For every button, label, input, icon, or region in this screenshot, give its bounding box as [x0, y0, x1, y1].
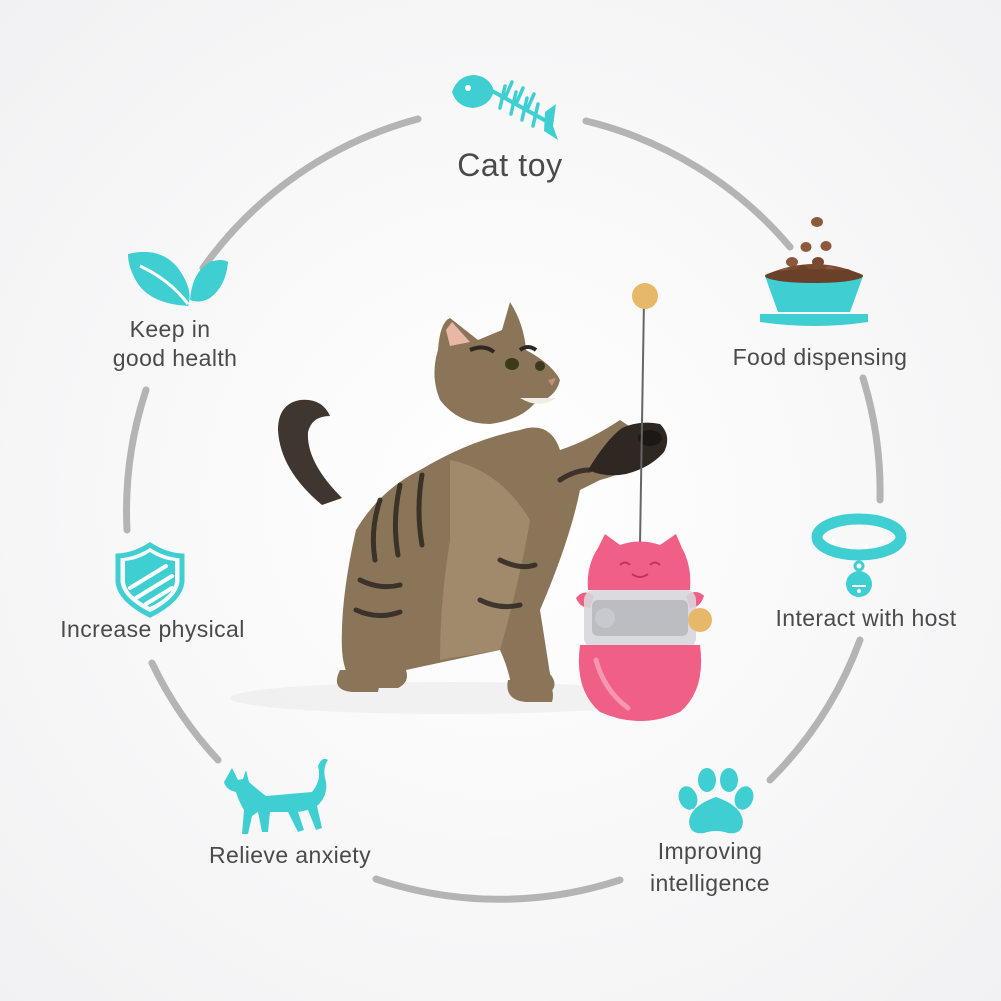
- label-keep-in: Keep in: [129, 316, 211, 342]
- label-improving: Improving: [657, 838, 763, 864]
- ring-segment: [148, 659, 222, 764]
- label-increase-physical: Increase physical: [60, 616, 245, 642]
- ring-segment: [199, 115, 422, 272]
- ring-segment: [582, 117, 794, 251]
- food-bowl-icon: [760, 217, 868, 326]
- label-relieve-anxiety: Relieve anxiety: [209, 842, 371, 868]
- ring-segment: [859, 374, 884, 504]
- paw-print-icon: [678, 768, 754, 834]
- ring-segment: [123, 386, 150, 534]
- label-interact-with-host: Interact with host: [775, 605, 957, 631]
- leaves-icon: [128, 251, 228, 306]
- shield-icon: [115, 541, 185, 618]
- label-good-health: good health: [112, 345, 238, 371]
- ring-segment: [766, 636, 864, 784]
- cat-photo: [230, 302, 670, 714]
- ring: [123, 115, 884, 903]
- ring-segment: [372, 875, 624, 903]
- label-cat-toy: Cat toy: [457, 147, 563, 183]
- label-food-dispensing: Food dispensing: [732, 344, 908, 370]
- collar-bell-icon: [811, 513, 907, 597]
- fish-bone-icon: [452, 75, 558, 140]
- label-intelligence: intelligence: [650, 870, 770, 896]
- walking-cat-icon: [224, 758, 328, 834]
- tumbler-toy: [576, 283, 712, 721]
